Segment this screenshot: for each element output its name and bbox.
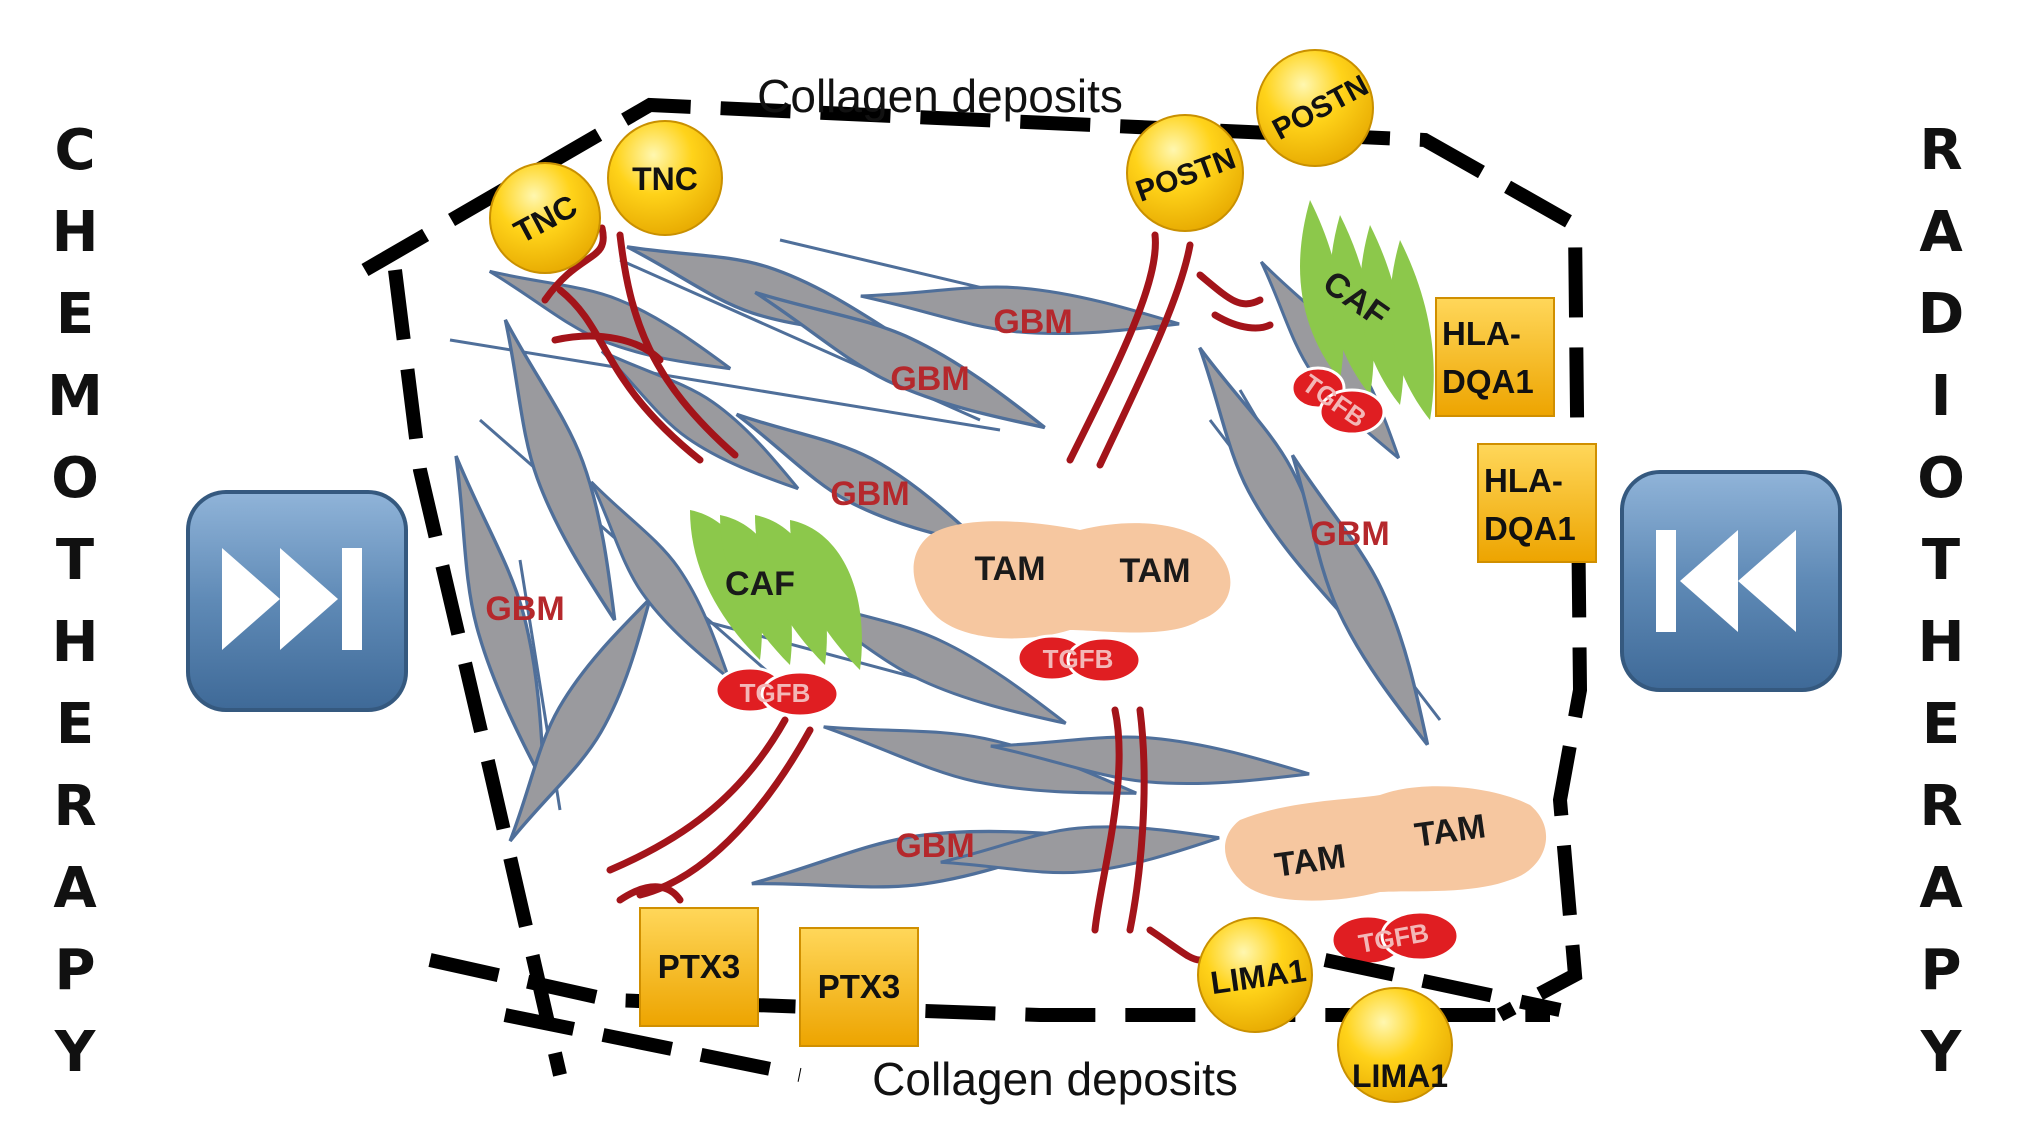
side-label-letter: E <box>55 282 95 347</box>
lima1-marker: LIMA1 <box>1337 987 1453 1103</box>
fast-forward-icon <box>222 548 362 650</box>
gbm-label: GBM <box>993 303 1072 341</box>
hla-dqa1-label-line2: DQA1 <box>1442 363 1534 400</box>
tam-label: TAM <box>974 550 1045 588</box>
hla-dqa1-label-line1: HLA- <box>1484 462 1563 499</box>
collagen-deposits-bottom-label: Collagen deposits <box>872 1053 1238 1105</box>
side-label-letter: E <box>55 692 95 757</box>
gbm-label: GBM <box>1310 515 1389 553</box>
side-label-letter: R <box>1919 118 1963 183</box>
side-label-letter: R <box>1919 774 1963 839</box>
blood-vessels <box>541 224 1274 964</box>
side-label-letter: H <box>1917 610 1965 675</box>
side-label-letter: I <box>1930 364 1952 429</box>
side-label-letter: T <box>1921 528 1961 593</box>
lima1-label: LIMA1 <box>1352 1058 1448 1094</box>
tgfb-label: TGFB <box>1043 644 1114 674</box>
side-label-letter: A <box>53 856 97 921</box>
side-label-letter: H <box>51 610 99 675</box>
fast-rewind-button <box>1620 470 1842 692</box>
tam-cluster-bottom-right <box>1225 786 1547 901</box>
tnc-marker: TNC <box>489 162 601 274</box>
side-label-letter: Y <box>54 1020 96 1085</box>
ptx3-label: PTX3 <box>818 968 901 1005</box>
postn-marker: POSTN <box>1126 114 1244 232</box>
gbm-label: GBM <box>895 827 974 865</box>
side-label-letter: Y <box>1920 1020 1962 1085</box>
postn-marker: POSTN <box>1256 49 1374 167</box>
side-label-letter: A <box>1919 856 1963 921</box>
side-label-letter: A <box>1919 200 1963 265</box>
side-label-letter: C <box>54 118 96 183</box>
tnc-marker: TNC <box>607 120 723 236</box>
tam-label: TAM <box>1119 552 1190 590</box>
collagen-deposits-top-label: Collagen deposits <box>757 70 1123 122</box>
hla-dqa1-label-line1: HLA- <box>1442 315 1521 352</box>
side-label-letter: O <box>1917 446 1965 511</box>
gbm-label: GBM <box>485 590 564 628</box>
tnc-label: TNC <box>632 161 698 197</box>
side-label-letter: D <box>1917 282 1965 347</box>
ptx3-label: PTX3 <box>658 948 741 985</box>
side-label-letter: T <box>55 528 95 593</box>
gbm-label: GBM <box>830 475 909 513</box>
side-label-letter: H <box>51 200 99 265</box>
side-label-letter: E <box>1921 692 1961 757</box>
side-label-letter: P <box>54 938 96 1003</box>
hla-dqa1-box: HLA- DQA1 <box>1477 443 1597 563</box>
hla-dqa1-label-line2: DQA1 <box>1484 510 1576 547</box>
caf-label-center: CAF <box>725 565 795 603</box>
fast-rewind-icon <box>1656 530 1796 632</box>
side-label-letter: P <box>1920 938 1962 1003</box>
gbm-label: GBM <box>890 360 969 398</box>
tam-cluster-center <box>913 521 1231 639</box>
side-label-letter: O <box>51 446 99 511</box>
gbm-labels: GBM GBM GBM GBM GBM GBM <box>485 303 1389 865</box>
lima1-marker: LIMA1 <box>1197 917 1313 1033</box>
hla-dqa1-box: HLA- DQA1 <box>1435 297 1555 417</box>
ptx3-box: PTX3 <box>639 907 759 1027</box>
ptx3-box: PTX3 <box>799 927 919 1047</box>
caf-cluster-top-right <box>1300 200 1434 420</box>
tgfb-label: TGFB <box>740 678 811 708</box>
caf-cluster-center <box>690 510 862 670</box>
side-label-letter: M <box>47 364 103 429</box>
side-label-letter: R <box>53 774 97 839</box>
fast-forward-button <box>186 490 408 712</box>
